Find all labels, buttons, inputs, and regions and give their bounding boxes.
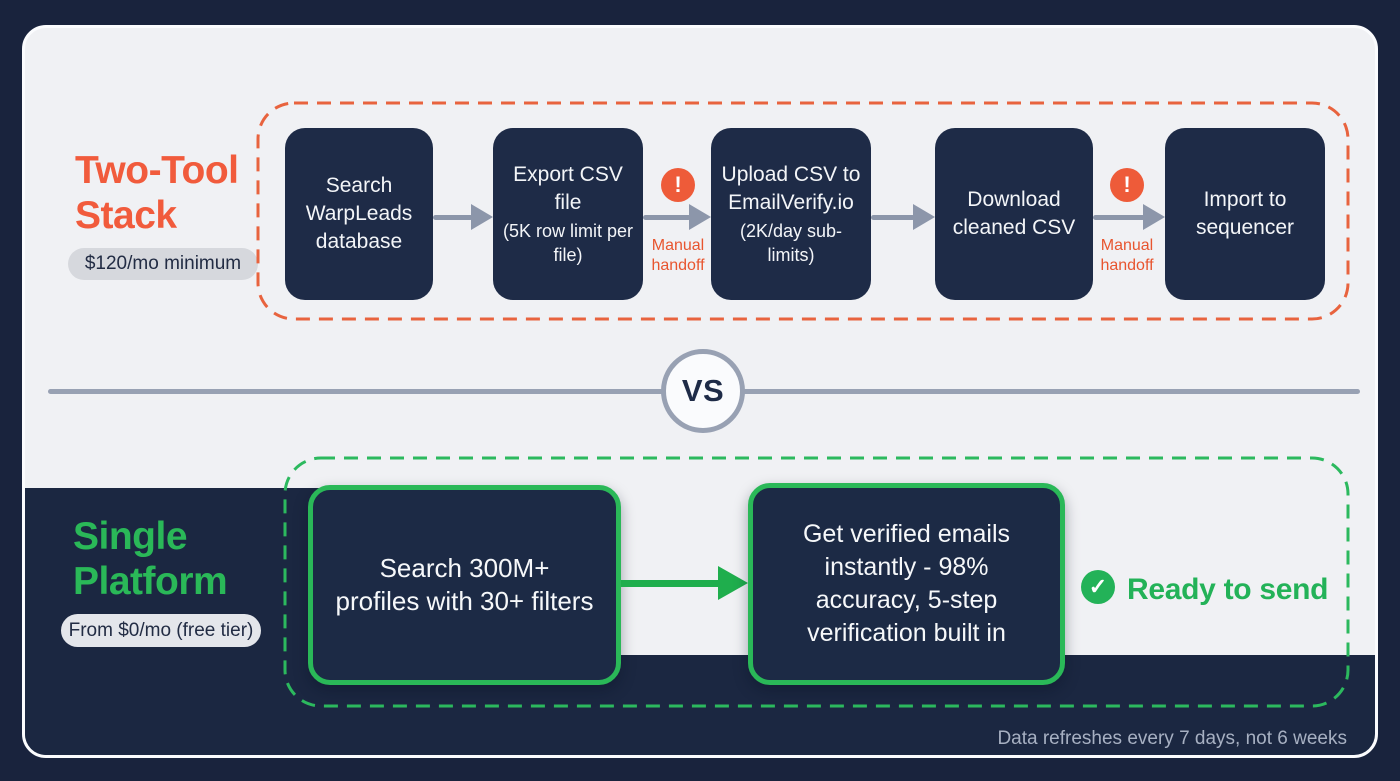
green-flow-arrow-icon [621, 566, 748, 600]
footer-note: Data refreshes every 7 days, not 6 weeks [997, 728, 1347, 749]
two-tool-price-badge: $120/mo minimum [68, 248, 258, 280]
single-platform-title-line1: Single [73, 515, 188, 558]
step-verified-emails: Get verified emails instantly - 98% accu… [748, 483, 1065, 685]
step-label: Upload CSV to EmailVerify.io [721, 163, 861, 214]
check-icon: ✓ [1081, 570, 1115, 604]
step-label: Search WarpLeads database [305, 174, 413, 253]
manual-handoff-label: Manual handoff [1100, 237, 1154, 274]
step-export-csv: Export CSV file (5K row limit per file) [493, 128, 643, 300]
step-download-cleaned-csv: Download cleaned CSV [935, 128, 1093, 300]
step-sublabel: (5K row limit per file) [502, 221, 634, 265]
single-platform-price-badge: From $0/mo (free tier) [61, 614, 261, 647]
step-label: Export CSV file [513, 163, 623, 214]
warning-icon: ! [1110, 168, 1144, 202]
step-label: Download cleaned CSV [952, 188, 1076, 239]
step-upload-csv: Upload CSV to EmailVerify.io (2K/day sub… [711, 128, 871, 300]
infographic-card: Two-Tool Stack $120/mo minimum Search Wa… [22, 25, 1378, 758]
single-platform-title-line2: Platform [73, 560, 228, 603]
flow-arrow-icon [871, 204, 935, 230]
step-label: Search 300M+ profiles with 30+ filters [335, 553, 594, 616]
warning-icon: ! [661, 168, 695, 202]
flow-arrow-icon [1093, 204, 1165, 230]
step-import-sequencer: Import to sequencer [1165, 128, 1325, 300]
step-search-profiles: Search 300M+ profiles with 30+ filters [308, 485, 621, 685]
ready-to-send-label: Ready to send [1127, 573, 1329, 606]
flow-arrow-icon [433, 204, 493, 230]
two-tool-title-line2: Stack [75, 194, 177, 237]
two-tool-stack-title: Two-Tool Stack [75, 148, 239, 238]
two-tool-title-line1: Two-Tool [75, 149, 239, 192]
manual-handoff-label: Manual handoff [651, 237, 705, 274]
step-label: Import to sequencer [1195, 188, 1295, 239]
vs-badge: VS [661, 349, 745, 433]
single-platform-title: Single Platform [73, 514, 228, 604]
step-label: Get verified emails instantly - 98% accu… [802, 520, 1011, 647]
step-search-warpleads: Search WarpLeads database [285, 128, 433, 300]
step-sublabel: (2K/day sub-limits) [739, 221, 843, 265]
flow-arrow-icon [643, 204, 711, 230]
